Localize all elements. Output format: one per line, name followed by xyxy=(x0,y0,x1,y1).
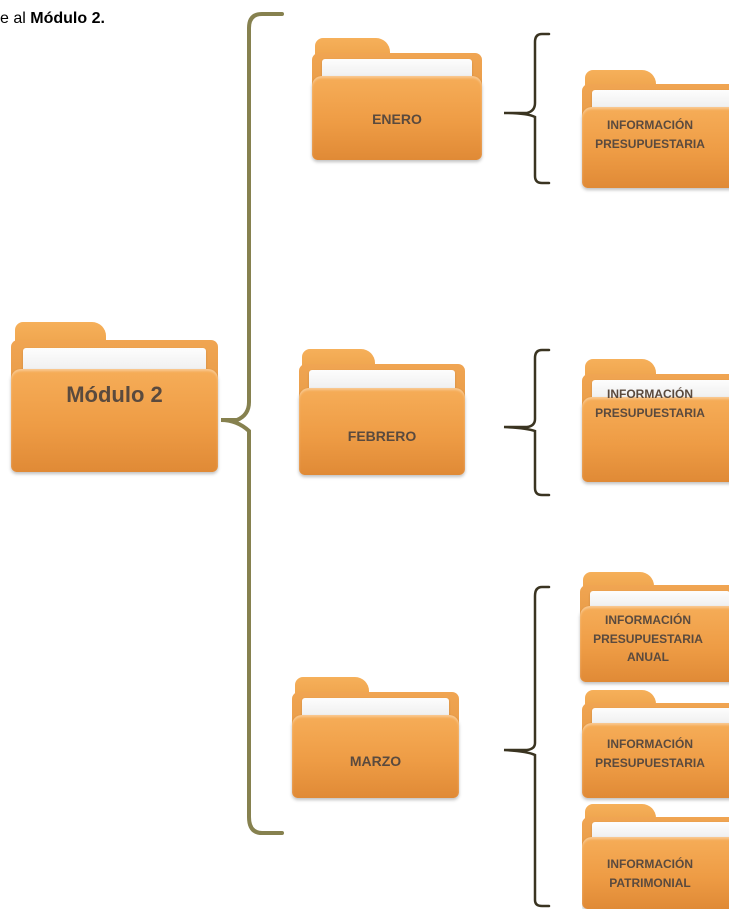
subfolder-marzo-presupuestaria-anual: INFORMACIÓN PRESUPUESTARIA ANUAL xyxy=(580,572,729,682)
enero-bracket xyxy=(503,32,551,185)
folder-front xyxy=(312,75,482,160)
folder-front xyxy=(582,836,729,909)
subfolder-label: INFORMACIÓN PATRIMONIAL xyxy=(607,857,693,890)
folder-front xyxy=(582,723,729,798)
folder-front xyxy=(582,106,729,188)
subfolder-label: INFORMACIÓN PRESUPUESTARIA xyxy=(595,387,705,420)
folder-front xyxy=(582,397,729,482)
subfolder-febrero-presupuestaria: INFORMACIÓN PRESUPUESTARIA xyxy=(582,359,729,482)
febrero-bracket xyxy=(503,348,551,497)
month-folder-febrero: FEBRERO xyxy=(299,349,465,475)
folder-front xyxy=(11,368,218,472)
folder-front xyxy=(292,714,459,798)
month-folder-label: MARZO xyxy=(349,753,402,769)
subfolder-label: INFORMACIÓN PRESUPUESTARIA xyxy=(595,118,705,151)
folder-front xyxy=(580,606,729,682)
marzo-bracket xyxy=(503,585,551,908)
month-folder-label: FEBRERO xyxy=(347,428,417,444)
subfolder-label: INFORMACIÓN PRESUPUESTARIA ANUAL xyxy=(593,613,703,665)
intro-prefix: e al xyxy=(0,10,31,27)
intro-module-name: Módulo 2. xyxy=(30,10,105,27)
subfolder-label: INFORMACIÓN PRESUPUESTARIA xyxy=(595,737,705,770)
root-folder-label: Módulo 2 xyxy=(66,382,163,407)
month-folder-label: ENERO xyxy=(372,111,422,127)
subfolder-enero-presupuestaria: INFORMACIÓN PRESUPUESTARIA xyxy=(582,70,729,188)
intro-text: e al Módulo 2. xyxy=(0,10,105,28)
month-folder-enero: ENERO xyxy=(312,38,482,160)
root-bracket xyxy=(220,12,284,835)
subfolder-marzo-presupuestaria: INFORMACIÓN PRESUPUESTARIA xyxy=(582,690,729,798)
folder-front xyxy=(299,388,465,475)
root-folder: Módulo 2 xyxy=(11,322,218,472)
month-folder-marzo: MARZO xyxy=(292,677,459,798)
subfolder-marzo-patrimonial: INFORMACIÓN PATRIMONIAL xyxy=(582,804,729,909)
